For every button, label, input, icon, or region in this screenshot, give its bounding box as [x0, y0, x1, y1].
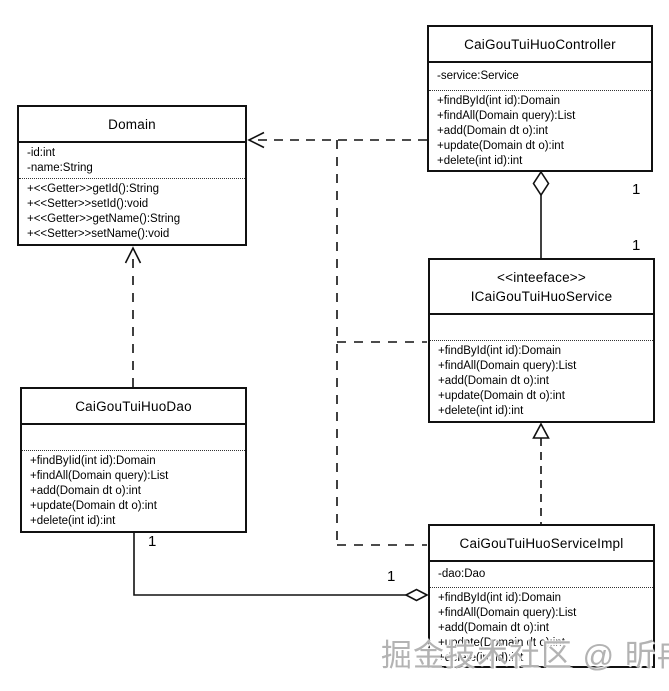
method: +findAll(Domain query):List	[438, 360, 577, 372]
attributes-section-dao	[22, 425, 245, 451]
multiplicity-label-service-end: 1	[632, 237, 641, 254]
method: +delete(int id):int	[438, 652, 524, 664]
aggregation-impl-dao	[133, 533, 429, 602]
watermark-text: 掘金技术社区 @ 昕冉	[381, 638, 669, 673]
attributes-section-domain: -id:int -name:String	[19, 143, 245, 179]
method: +<<Setter>>setId():void	[27, 198, 149, 210]
open-triangle-icon	[532, 422, 550, 439]
attribute: -name:String	[27, 161, 93, 174]
attributes-section-impl: -dao:Dao	[430, 562, 653, 588]
method: +findById(int id):Domain	[438, 345, 562, 357]
attributes-section-service	[430, 315, 653, 341]
methods-section-controller: +findById(int id):Domain +findAll(Domain…	[429, 91, 651, 170]
aggregation-controller-service	[532, 170, 550, 258]
multiplicity-label-controller-end: 1	[632, 181, 641, 198]
class-box-dao: CaiGouTuiHuoDao +findByIid(int id):Domai…	[20, 387, 247, 533]
method: +findAll(Domain query):List	[438, 607, 577, 619]
method: +update(Domain dt o):int	[438, 390, 565, 402]
method: +delete(int id):int	[30, 515, 116, 527]
attribute: -id:int	[27, 146, 56, 159]
method: +add(Domain dt o):int	[437, 125, 548, 137]
method: +<<Getter>>getName():String	[27, 213, 181, 225]
class-title-service-impl: CaiGouTuiHuoServiceImpl	[430, 526, 653, 562]
attribute: -dao:Dao	[438, 568, 486, 580]
multiplicity-label-dao-end: 1	[148, 533, 157, 550]
open-arrow-icon	[124, 246, 142, 264]
methods-section-impl: +findById(int id):Domain +findAll(Domain…	[430, 588, 653, 666]
open-arrow-icon	[247, 131, 265, 149]
method: +findAll(Domain query):List	[437, 110, 576, 122]
method: +update(Domain dt o):int	[438, 637, 565, 649]
class-box-service-impl: CaiGouTuiHuoServiceImpl -dao:Dao +findBy…	[428, 524, 655, 668]
class-title-dao: CaiGouTuiHuoDao	[22, 389, 245, 425]
method: +update(Domain dt o):int	[437, 140, 564, 152]
method: +delete(int id):int	[438, 405, 524, 417]
method: +update(Domain dt o):int	[30, 500, 157, 512]
multiplicity-label-impl-end: 1	[387, 568, 396, 585]
dependency-controller-to-domain	[247, 131, 427, 149]
method: +findById(int id):Domain	[438, 592, 562, 604]
class-box-domain: Domain -id:int -name:String +<<Getter>>g…	[17, 105, 247, 246]
class-box-controller: CaiGouTuiHuoController -service:Service …	[427, 25, 653, 172]
methods-section-dao: +findByIid(int id):Domain +findAll(Domai…	[22, 451, 245, 531]
method: +<<Getter>>getId():String	[27, 183, 160, 195]
method: +findAll(Domain query):List	[30, 470, 169, 482]
method: +findById(int id):Domain	[437, 95, 561, 107]
open-diamond-icon	[404, 588, 429, 602]
realization-impl-service	[532, 422, 550, 524]
method: +add(Domain dt o):int	[438, 375, 549, 387]
methods-section-service: +findById(int id):Domain +findAll(Domain…	[430, 341, 653, 421]
stereotype-label: <<inteeface>>	[497, 269, 586, 285]
methods-section-domain: +<<Getter>>getId():String +<<Setter>>set…	[19, 179, 245, 244]
class-box-service-interface: <<inteeface>> ICaiGouTuiHuoService +find…	[428, 258, 655, 423]
dependency-bus-service-impl-to-domain	[336, 140, 427, 546]
open-diamond-icon	[532, 170, 550, 197]
interface-name: ICaiGouTuiHuoService	[470, 288, 613, 304]
class-title-service: <<inteeface>> ICaiGouTuiHuoService	[430, 260, 653, 315]
attribute: -service:Service	[437, 70, 519, 82]
method: +add(Domain dt o):int	[30, 485, 141, 497]
method: +findByIid(int id):Domain	[30, 455, 156, 467]
method: +add(Domain dt o):int	[438, 622, 549, 634]
class-title-domain: Domain	[19, 107, 245, 143]
method: +<<Setter>>setName():void	[27, 228, 170, 240]
class-title-controller: CaiGouTuiHuoController	[429, 27, 651, 63]
dependency-dao-to-domain	[124, 246, 142, 387]
attributes-section-controller: -service:Service	[429, 63, 651, 91]
method: +delete(int id):int	[437, 155, 523, 167]
